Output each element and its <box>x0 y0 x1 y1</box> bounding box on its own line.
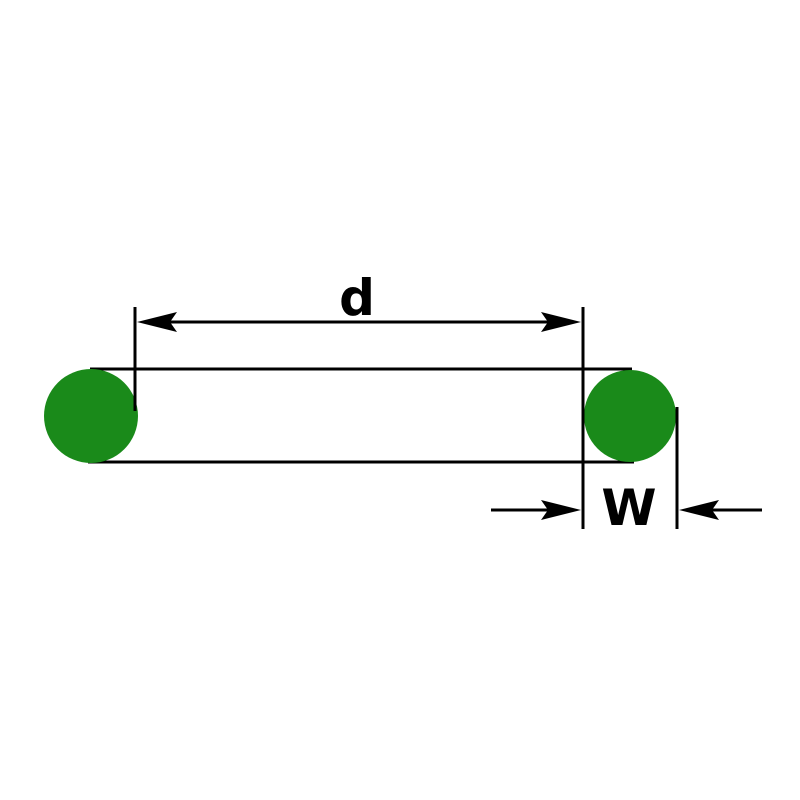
w-arrowhead-left-icon <box>541 500 581 520</box>
d-arrowhead-left-icon <box>137 312 177 332</box>
d-label: d <box>339 269 375 327</box>
right-ring-section <box>584 370 676 462</box>
d-arrowhead-right-icon <box>541 312 581 332</box>
w-label: W <box>601 479 656 537</box>
left-ring-section <box>44 369 138 463</box>
w-arrowhead-right-icon <box>679 500 719 520</box>
